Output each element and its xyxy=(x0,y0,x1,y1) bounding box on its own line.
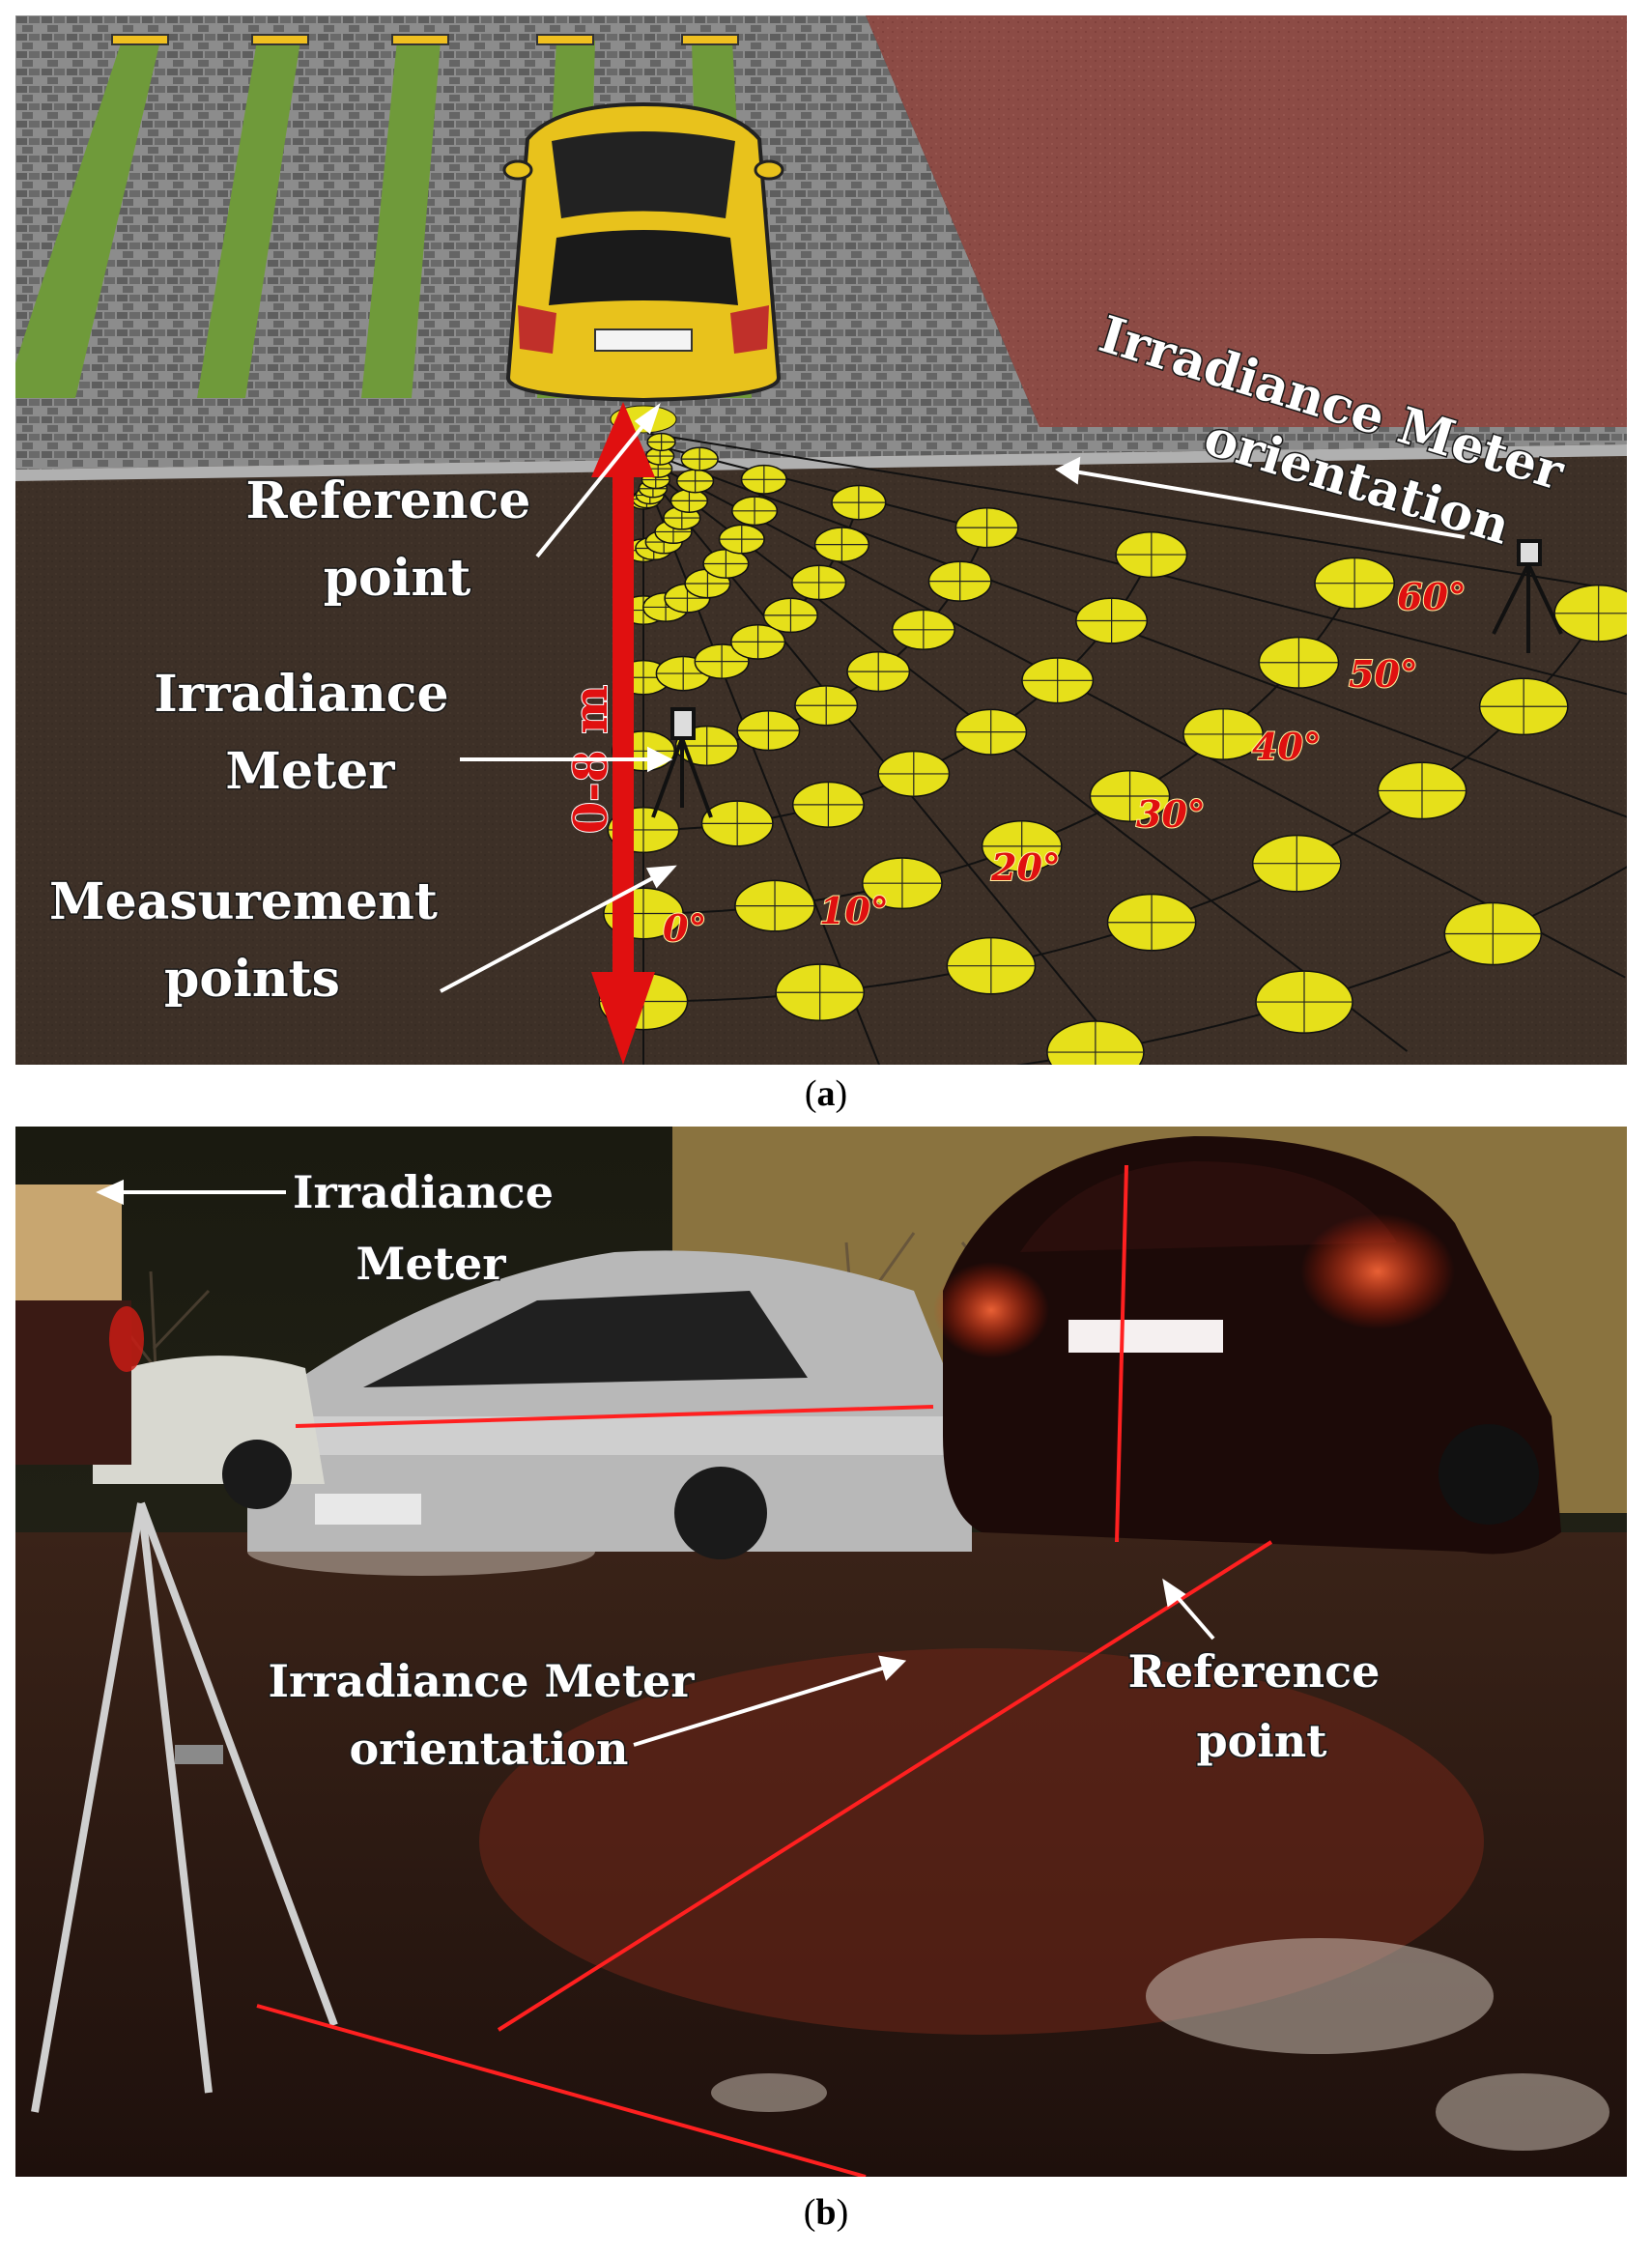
tripod-near xyxy=(651,707,713,818)
tripod xyxy=(31,1501,338,2113)
irradiance-meter-label-b: Irradiance Meter xyxy=(293,1166,569,1290)
reference-point-label: Reference point xyxy=(246,471,549,608)
angle-label-20: 20° xyxy=(990,845,1061,889)
angle-label-10: 10° xyxy=(819,889,889,932)
wheel-stops xyxy=(111,34,739,45)
angle-label-40: 40° xyxy=(1252,725,1322,768)
tail-light-left xyxy=(933,1262,1049,1358)
grid-arc xyxy=(1015,866,1627,1065)
callout-arrows xyxy=(440,402,1466,993)
angle-label-50: 50° xyxy=(1349,652,1418,696)
irradiance-meter-device xyxy=(15,1185,144,1465)
grid-ray xyxy=(645,451,1627,818)
orientation-label-b: Irradiance Meter orientation xyxy=(269,1655,710,1775)
irradiance-meter-label: Irradiance Meter xyxy=(154,665,466,801)
white-car xyxy=(93,1356,325,1509)
panel-b-svg: Irradiance Meter Irradiance Meter orient… xyxy=(15,1127,1627,2177)
caption-a-letter: a xyxy=(816,1073,836,1114)
angle-label-30: 30° xyxy=(1136,792,1206,836)
distance-arrow xyxy=(591,402,655,1065)
panel-a-svg: 0-8 m Reference point Irradiance Meter M… xyxy=(15,15,1627,1065)
tripod-far xyxy=(1492,539,1563,653)
laser-lines xyxy=(256,1164,1273,2177)
caption-b: (b) xyxy=(803,2192,849,2233)
callout-arrows-b xyxy=(96,1179,1215,1747)
angle-label-0: 0° xyxy=(663,906,706,950)
curb xyxy=(15,444,1627,481)
red-paved-area xyxy=(866,15,1627,427)
red-light-reflection xyxy=(479,1648,1484,2035)
yellow-car xyxy=(502,101,784,403)
grid-ray xyxy=(644,465,1409,1052)
angle-label-60: 60° xyxy=(1397,575,1467,618)
caption-b-letter: b xyxy=(815,2192,837,2233)
angle-labels: 0° 10° 20° 30° 40° 50° 60° xyxy=(662,574,1467,951)
panel-b-photo: Irradiance Meter Irradiance Meter orient… xyxy=(15,1127,1627,2177)
caption-a: (a) xyxy=(804,1073,848,1114)
measurement-points-label: Measurement points xyxy=(49,872,455,1009)
reference-point-label-b: Reference point xyxy=(1128,1645,1396,1767)
panel-a-illustration: 0-8 m Reference point Irradiance Meter M… xyxy=(15,15,1627,1065)
grid-ray xyxy=(646,432,1627,593)
grid-ray xyxy=(645,459,1626,979)
tail-light-right xyxy=(1300,1213,1455,1329)
silver-car xyxy=(247,1250,972,1559)
